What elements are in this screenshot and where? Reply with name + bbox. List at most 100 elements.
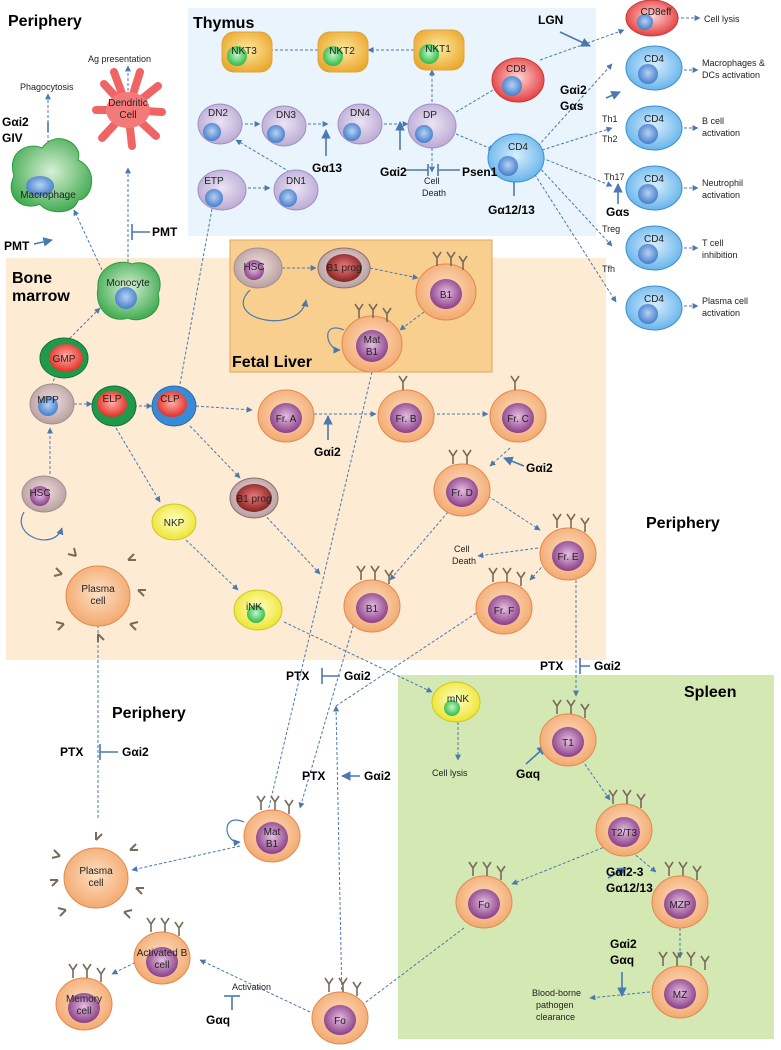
label-t1: T1 xyxy=(562,738,574,749)
label-b1prog-fl: B1 prog xyxy=(326,263,361,274)
note-th1: Th1 xyxy=(602,114,618,124)
reg-gai2-giv-2: GIV xyxy=(2,131,23,145)
cell-fr-b: Fr. B xyxy=(377,375,435,443)
reg-gaq-t1: Gαq xyxy=(516,767,540,781)
spleen-title: Spleen xyxy=(684,684,736,701)
label-cd4-th1: CD4 xyxy=(644,54,664,65)
label-nkt2: NKT2 xyxy=(329,46,355,57)
reg-ptx-plasma: PTX xyxy=(60,745,83,759)
reg-gai2-b1: Gαi2 xyxy=(344,669,371,683)
label-mz: MZ xyxy=(673,990,687,1001)
label-mnk: mNK xyxy=(447,694,470,705)
cell-mzp: MZP xyxy=(651,861,709,929)
reg-gaq-act: Gαq xyxy=(206,1013,230,1027)
reg-gaq-mz: Gαq xyxy=(610,953,634,967)
cell-b1prog-fl: B1 prog xyxy=(317,247,371,289)
reg-gai2-fo: Gαi2 xyxy=(364,769,391,783)
label-cd4: CD4 xyxy=(508,142,528,153)
note-ag-presentation: Ag presentation xyxy=(88,54,151,64)
reg-ptx-fo: PTX xyxy=(302,769,325,783)
lineage-arrows xyxy=(45,15,701,1015)
reg-gai2-plasma: Gαi2 xyxy=(122,745,149,759)
reg-ga1213-mzp: Gα12/13 xyxy=(606,881,653,895)
label-dn1: DN1 xyxy=(286,176,306,187)
cell-cd4-treg: CD4 xyxy=(625,225,683,271)
cell-dp: DP xyxy=(407,103,457,149)
reg-ga13: Gα13 xyxy=(312,161,342,175)
note-macro-dc-2: DCs activation xyxy=(702,70,760,80)
cell-monocyte: Monocyte xyxy=(96,261,161,321)
label-mzp: MZP xyxy=(669,900,690,911)
cell-hsc-bm: HSC xyxy=(20,475,67,541)
note-tcell-2: inhibition xyxy=(702,250,738,260)
cell-elp: ELP xyxy=(91,385,137,427)
label-elp: ELP xyxy=(103,394,122,405)
cell-t2t3: T2/T3 xyxy=(595,789,653,857)
cell-plasma-bm: Plasma cell xyxy=(53,547,146,642)
label-macrophage: Macrophage xyxy=(20,190,76,201)
cell-cd8: CD8 xyxy=(491,57,545,103)
reg-ptx-b1: PTX xyxy=(286,669,309,683)
cell-cd4-th1: CD4 xyxy=(625,45,683,91)
note-th2: Th2 xyxy=(602,134,618,144)
cell-nkt3: NKT3 xyxy=(221,31,273,73)
note-tfh: Tfh xyxy=(602,264,615,274)
label-memory-2: cell xyxy=(76,1006,91,1017)
label-cd8eff: CD8eff xyxy=(641,7,672,18)
note-neutro-2: activation xyxy=(702,190,740,200)
label-dn4: DN4 xyxy=(350,108,370,119)
reg-gai2-mz: Gαi2 xyxy=(610,937,637,951)
reg-psen1: Psen1 xyxy=(462,165,498,179)
label-hsc-bm: HSC xyxy=(29,488,50,499)
note-bcell-1: B cell xyxy=(702,116,724,126)
note-cell-lysis-spleen: Cell lysis xyxy=(432,768,468,778)
reg-pmt-left: PMT xyxy=(4,239,30,253)
label-monocyte: Monocyte xyxy=(106,278,150,289)
periphery-bottom-title: Periphery xyxy=(112,705,186,722)
cell-matb1-periphery: Mat B1 xyxy=(226,795,301,863)
label-fo-spleen: Fo xyxy=(478,900,490,911)
cell-b1-bm: B1 xyxy=(343,565,401,633)
label-plasma-bm-1: Plasma xyxy=(81,584,115,595)
cell-fr-f: Fr. F xyxy=(475,567,533,635)
note-cell-death-thymus-1: Cell xyxy=(424,176,440,186)
cell-cd4: CD4 xyxy=(487,133,545,183)
notes: Cell lysis Macrophages & DCs activation … xyxy=(20,14,765,1022)
cell-etp: ETP xyxy=(197,169,247,211)
cell-gmp: GMP xyxy=(39,337,89,379)
cell-fo-periphery: Fo xyxy=(311,977,369,1045)
reg-gai2-th1: Gαi2 xyxy=(560,83,587,97)
cell-dn4: DN4 xyxy=(337,103,383,145)
label-matb1-p-1: Mat xyxy=(264,827,281,838)
label-fr-c: Fr. C xyxy=(507,414,529,425)
label-t2t3: T2/T3 xyxy=(611,828,638,839)
note-cell-death-bm-2: Death xyxy=(452,556,476,566)
cell-nkt2: NKT2 xyxy=(317,31,369,73)
cell-memory: Memory cell xyxy=(55,963,113,1031)
label-nkt1: NKT1 xyxy=(425,44,451,55)
note-bcell-2: activation xyxy=(702,128,740,138)
reg-gai2-giv-1: Gαi2 xyxy=(2,115,29,129)
label-plasma-p-2: cell xyxy=(88,878,103,889)
cell-dn2: DN2 xyxy=(197,103,243,145)
label-dp: DP xyxy=(423,110,437,121)
cell-activated-b: Activated B cell xyxy=(133,917,191,985)
cell-mpp: MPP xyxy=(29,383,75,425)
cell-b1prog-bm: B1 prog xyxy=(229,477,279,519)
label-fr-d: Fr. D xyxy=(451,488,473,499)
label-matb1-fl-1: Mat xyxy=(364,335,381,346)
label-plasma-p-1: Plasma xyxy=(79,866,113,877)
cell-fr-a: Fr. A xyxy=(257,389,315,443)
cell-clp: CLP xyxy=(151,385,197,427)
cell-mnk: mNK xyxy=(431,681,481,723)
note-plasma-act-2: activation xyxy=(702,308,740,318)
note-tcell-1: T cell xyxy=(702,238,723,248)
reg-ptx-t1: PTX xyxy=(540,659,563,673)
cell-mz: MZ xyxy=(651,951,710,1019)
label-cd4-treg: CD4 xyxy=(644,234,664,245)
label-cd4-th17: CD4 xyxy=(644,174,664,185)
label-b1prog-bm: B1 prog xyxy=(236,494,271,505)
label-fr-f: Fr. F xyxy=(494,606,515,617)
label-ink: iNK xyxy=(246,602,262,613)
cell-macrophage: Macrophage xyxy=(10,138,93,213)
